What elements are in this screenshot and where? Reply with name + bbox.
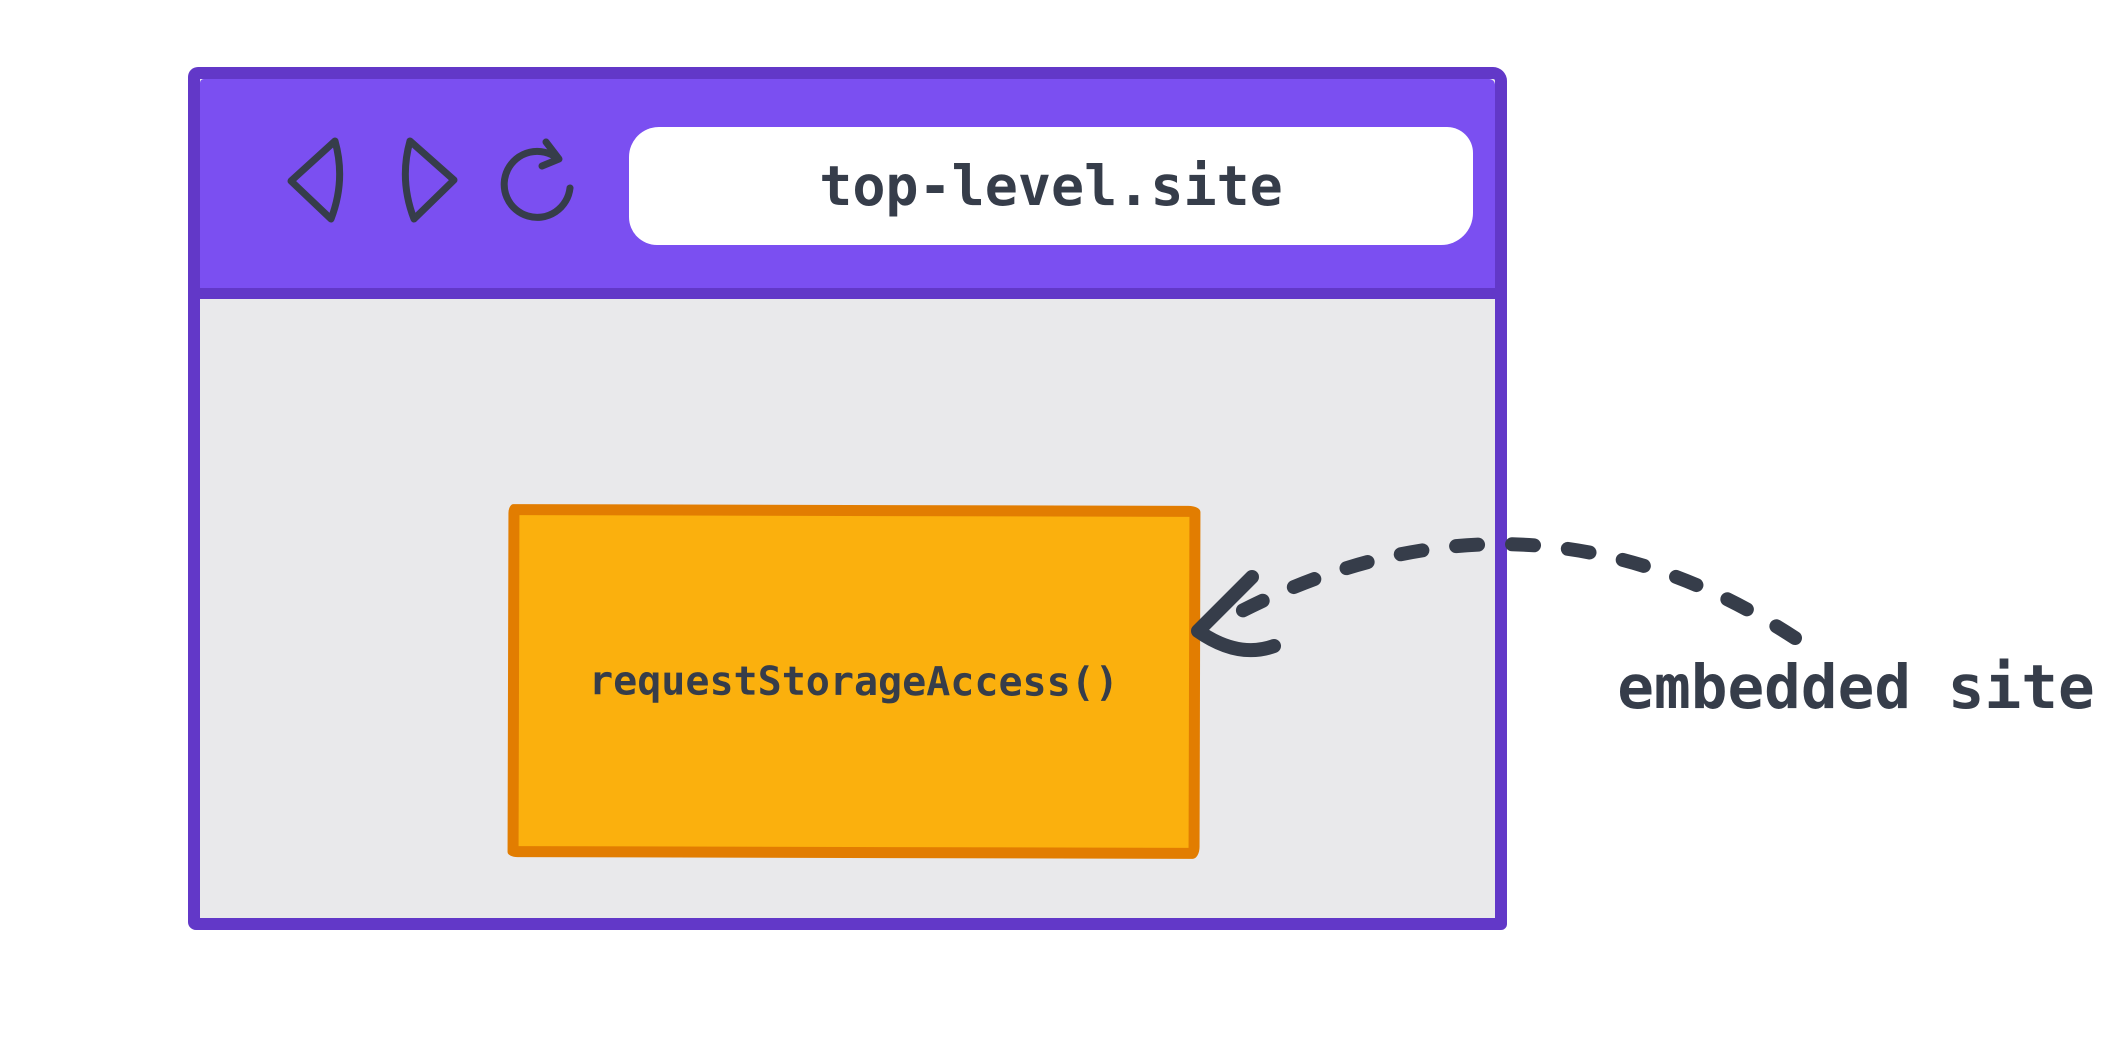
address-bar-url: top-level.site bbox=[819, 154, 1283, 218]
embedded-iframe-label: requestStorageAccess() bbox=[589, 657, 1119, 706]
dashed-curved-arrow-icon bbox=[1191, 537, 1802, 658]
embedded-iframe[interactable]: requestStorageAccess() bbox=[507, 504, 1201, 859]
browser-toolbar: top-level.site bbox=[200, 79, 1495, 299]
back-icon[interactable] bbox=[285, 134, 349, 226]
browser-window: top-level.site requestStorageAccess() bbox=[188, 67, 1507, 930]
forward-icon[interactable] bbox=[396, 136, 460, 224]
reload-icon[interactable] bbox=[496, 137, 582, 223]
embedded-site-label: embedded site bbox=[1617, 652, 2095, 723]
address-bar[interactable]: top-level.site bbox=[629, 127, 1473, 245]
